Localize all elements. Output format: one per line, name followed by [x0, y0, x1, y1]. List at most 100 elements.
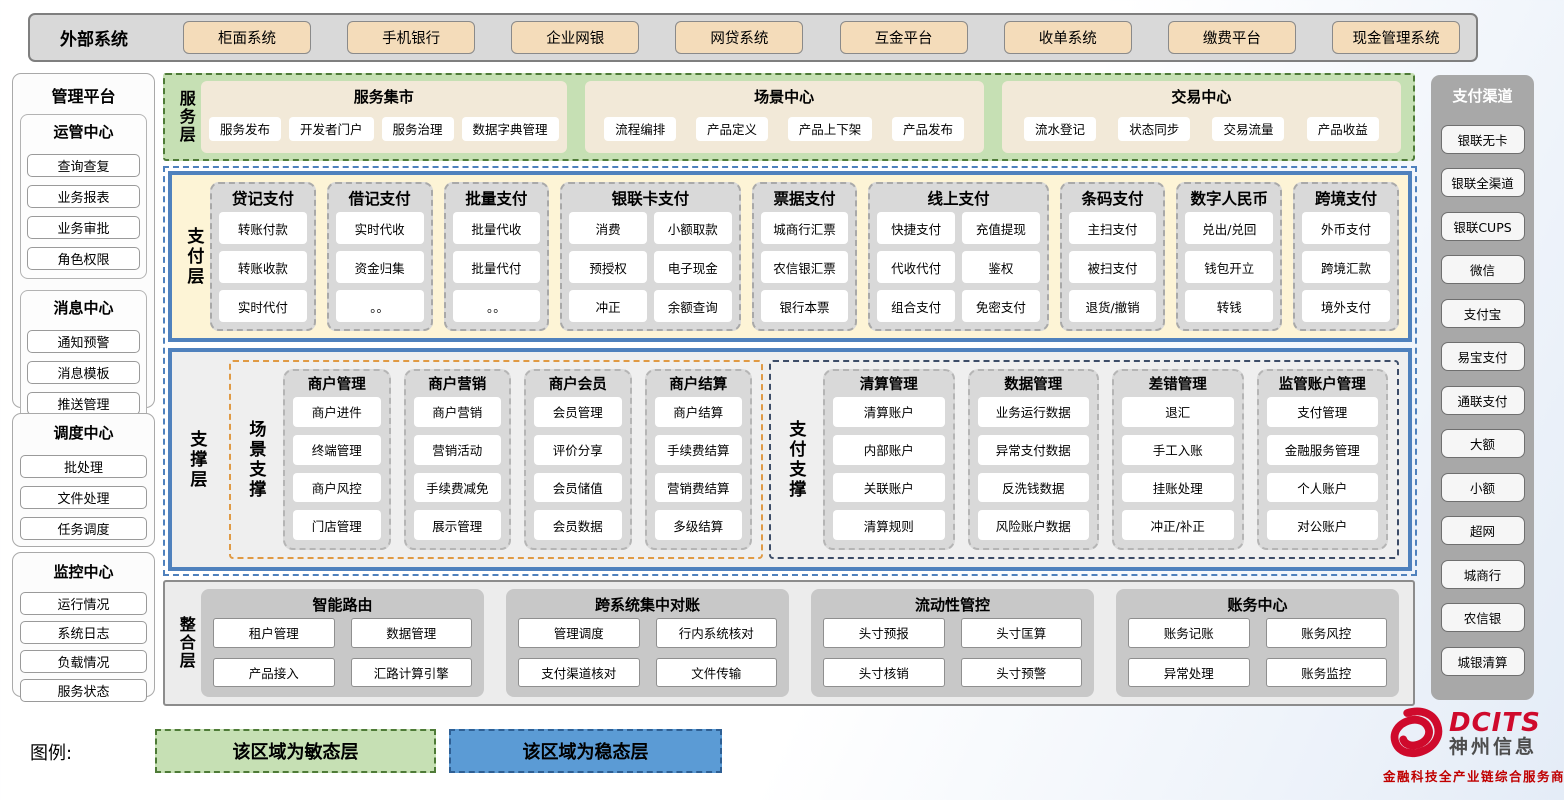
- dcits-swirl-icon: [1390, 707, 1443, 758]
- external-systems-title: 外部系统: [60, 30, 128, 50]
- panel-trade-center: 交易中心 流水登记状态同步交易流量产品收益: [1001, 81, 1401, 153]
- column-title: 票据支付: [773, 190, 836, 208]
- payment-node: 实时代收: [335, 212, 424, 244]
- integration-node: 头寸核销: [823, 657, 945, 687]
- payment-node: 外币支付: [1302, 212, 1390, 244]
- payment-node: 主扫支付: [1068, 212, 1157, 244]
- payment-channel-node: 银联CUPS: [1440, 211, 1525, 241]
- panel-service-market: 服务集市 服务发布开发者门户服务治理数据字典管理: [201, 81, 567, 153]
- integration-node: 异常处理: [1128, 657, 1250, 687]
- section-items: 通知预警消息模板推送管理: [27, 330, 140, 415]
- payment-node: 被扫支付: [1068, 251, 1157, 283]
- service-node: 流水登记: [1024, 116, 1097, 141]
- panel-title: 交易中心: [1171, 88, 1232, 106]
- panel-smart-routing: 智能路由 租户管理数据管理产品接入汇路计算引擎: [201, 589, 484, 697]
- payment-channel-node: 超网: [1440, 516, 1525, 545]
- management-node: 文件处理: [20, 486, 147, 509]
- group-payment-support: 支付支撑 清算管理 清算账户内部账户关联账户清算规则 数据管理 业务运行数据异常…: [769, 360, 1399, 559]
- service-node: 数据字典管理: [461, 116, 559, 141]
- service-node: 服务治理: [381, 116, 454, 141]
- legend-agile-layer: 该区域为敏态层: [155, 729, 436, 773]
- support-node: 异常支付数据: [977, 434, 1089, 465]
- panel-title: 智能路由: [312, 596, 373, 614]
- payment-channel-node: 城商行: [1440, 559, 1525, 589]
- management-node: 任务调度: [20, 517, 147, 540]
- group-scene-support: 场景支撑 商户管理 商户进件终端管理商户风控门店管理 商户营销 商户营销营销活动…: [229, 360, 763, 559]
- payment-node: 电子现金: [653, 251, 732, 283]
- section-items: 批处理文件处理任务调度: [20, 455, 147, 540]
- payment-node: 城商行汇票: [760, 212, 849, 244]
- management-node: 角色权限: [27, 247, 140, 270]
- column-merchant-settlement: 商户结算 商户结算手续费结算营销费结算多级结算: [644, 369, 752, 550]
- panel-scene-center: 场景中心 流程编排产品定义产品上下架产品发布: [584, 81, 984, 153]
- scheduling-center-box: 调度中心 批处理文件处理任务调度: [12, 413, 155, 547]
- integration-layer-label: 整合层: [176, 616, 196, 670]
- column-title: 商户会员: [548, 377, 607, 393]
- integration-node: 租户管理: [213, 618, 335, 648]
- integration-node: 数据管理: [350, 618, 472, 648]
- column-credit-payment: 贷记支付 转账付款转账收款实时代付: [210, 182, 316, 331]
- support-node: 会员数据: [534, 510, 622, 540]
- payment-node: 消费: [569, 212, 647, 244]
- column-merchant-management: 商户管理 商户进件终端管理商户风控门店管理: [283, 369, 391, 550]
- support-node: 终端管理: [293, 434, 381, 465]
- support-node: 商户营销: [413, 397, 501, 427]
- management-node: 批处理: [20, 455, 147, 478]
- external-system-node: 网贷系统: [675, 21, 804, 54]
- external-systems-bar: 外部系统 柜面系统手机银行企业网银网贷系统互金平台收单系统缴费平台现金管理系统: [28, 13, 1478, 62]
- support-node: 业务运行数据: [977, 397, 1089, 427]
- payment-node: 。。: [452, 290, 541, 322]
- service-node: 产品上下架: [787, 116, 873, 141]
- support-node: 商户结算: [654, 397, 742, 427]
- management-node: 消息模板: [27, 361, 140, 384]
- section-items: 查询查复业务报表业务审批角色权限: [27, 154, 140, 270]
- panel-items: 流程编排产品定义产品上下架产品发布: [593, 112, 976, 145]
- column-title: 商户管理: [307, 377, 366, 393]
- payment-layer-label: 支付层: [183, 226, 204, 287]
- column-title: 批量支付: [465, 190, 528, 208]
- management-node: 系统日志: [20, 621, 147, 644]
- column-crossborder-payment: 跨境支付 外币支付跨境汇款境外支付: [1293, 182, 1399, 331]
- column-clearing-management: 清算管理 清算账户内部账户关联账户清算规则: [823, 369, 955, 550]
- column-data-management: 数据管理 业务运行数据异常支付数据反洗钱数据风险账户数据: [967, 369, 1099, 550]
- panel-title: 跨系统集中对账: [594, 596, 700, 614]
- section-items: 运行情况系统日志负载情况服务状态: [20, 592, 147, 702]
- column-digital-rmb: 数字人民币 兑出/兑回钱包开立转钱: [1176, 182, 1283, 331]
- integration-node: 头寸匡算: [960, 618, 1082, 648]
- support-node: 会员管理: [534, 397, 622, 427]
- support-node: 内部账户: [833, 434, 945, 465]
- integration-layer: 整合层 智能路由 租户管理数据管理产品接入汇路计算引擎 跨系统集中对账 管理调度…: [163, 580, 1415, 706]
- integration-node: 管理调度: [518, 618, 640, 648]
- payment-node: 银行本票: [760, 290, 849, 322]
- column-regulatory-account: 监管账户管理 支付管理金融服务管理个人账户对公账户: [1256, 369, 1388, 550]
- panel-accounting-center: 账务中心 账务记账账务风控异常处理账务监控: [1116, 589, 1399, 697]
- column-title: 条码支付: [1081, 190, 1144, 208]
- management-node: 业务审批: [27, 216, 140, 239]
- support-node: 关联账户: [833, 472, 945, 503]
- payment-node: 快捷支付: [877, 212, 956, 244]
- section-operations-center: 运管中心 查询查复业务报表业务审批角色权限: [20, 114, 147, 279]
- integration-node: 账务记账: [1128, 618, 1250, 648]
- payment-layer: 支付层 贷记支付 转账付款转账收款实时代付 借记支付 实时代收资金归集。。 批量…: [168, 171, 1412, 342]
- external-system-node: 手机银行: [347, 21, 476, 54]
- panel-title: 账务中心: [1227, 596, 1288, 614]
- column-batch-payment: 批量支付 批量代收批量代付。。: [443, 182, 550, 331]
- column-title: 数据管理: [1004, 377, 1063, 393]
- support-node: 清算账户: [833, 397, 945, 427]
- section-message-center: 消息中心 通知预警消息模板推送管理: [20, 290, 147, 424]
- payment-node: 退货/撤销: [1068, 290, 1157, 322]
- legend-stable-layer: 该区域为稳态层: [449, 729, 722, 773]
- brand-tagline: 金融科技全产业链综合服务商: [1383, 769, 1564, 784]
- management-node: 服务状态: [20, 679, 147, 702]
- management-node: 推送管理: [27, 392, 140, 415]
- service-node: 产品收益: [1306, 116, 1379, 141]
- support-node: 营销费结算: [654, 472, 742, 503]
- payment-channel-node: 易宝支付: [1440, 342, 1525, 371]
- support-node: 支付管理: [1266, 397, 1378, 427]
- integration-node: 头寸预警: [960, 657, 1082, 687]
- support-node: 多级结算: [654, 510, 742, 540]
- service-layer-label: 服务层: [176, 90, 196, 144]
- column-title: 清算管理: [859, 377, 918, 393]
